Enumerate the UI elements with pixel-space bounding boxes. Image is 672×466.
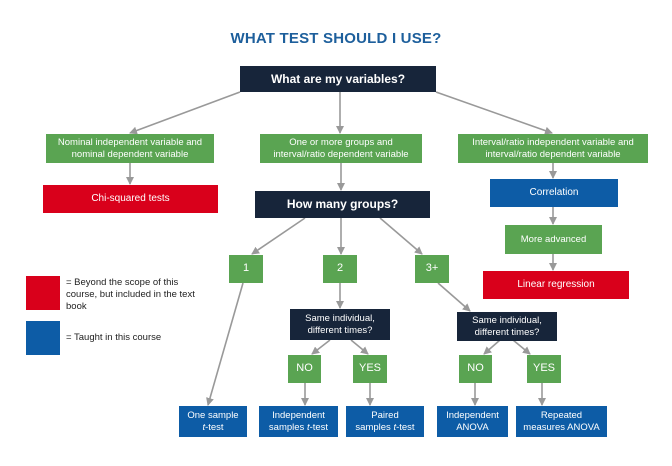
node-yes-two-groups: YES <box>353 355 387 383</box>
node-label: How many groups? <box>286 197 399 211</box>
node-group-1: 1 <box>229 255 263 283</box>
result-suffix: -test <box>205 421 224 433</box>
result-line-2: samples t-test <box>269 422 328 434</box>
arrow-same3-to-no <box>483 339 501 355</box>
node-same-individual-three-groups: Same individual, different times? <box>457 312 557 341</box>
node-chi-squared-tests: Chi-squared tests <box>43 185 218 213</box>
result-line-1: Repeated <box>540 409 583 421</box>
result-line-1: Independent <box>446 409 499 421</box>
node-label: Same individual, different times? <box>472 314 542 338</box>
result-suffix: -test <box>309 421 329 433</box>
result-line-1: One sample <box>187 409 239 421</box>
result-line-2: t-test <box>202 422 223 434</box>
legend-blue-swatch <box>26 321 60 355</box>
node-yes-three-groups: YES <box>527 355 561 383</box>
node-label: What are my variables? <box>270 71 406 86</box>
arrow-g1-to-onesample <box>206 282 244 406</box>
result-independent-anova: Independent ANOVA <box>437 406 508 437</box>
result-repeated-measures-anova: Repeated measures ANOVA <box>516 406 607 437</box>
result-line-1: Paired <box>371 409 399 421</box>
legend-red-swatch <box>26 276 60 310</box>
arrow-same2-to-yes <box>350 339 369 355</box>
result-samples: samples <box>268 421 307 433</box>
node-label: NO <box>467 362 484 375</box>
node-no-two-groups: NO <box>288 355 321 383</box>
node-label: Linear regression <box>517 278 595 290</box>
node-label: 2 <box>336 262 344 275</box>
node-correlation: Correlation <box>490 179 618 207</box>
node-label: Chi-squared tests <box>91 192 170 204</box>
arrow-g3-to-same <box>437 282 471 312</box>
node-label: 1 <box>242 262 250 275</box>
result-t: t <box>306 421 310 433</box>
node-label: Correlation <box>529 186 579 198</box>
arrow-root-to-nominal <box>129 91 241 135</box>
node-nominal-variables: Nominal independent variable and nominal… <box>46 134 214 163</box>
node-what-are-my-variables: What are my variables? <box>240 66 436 92</box>
result-line-2: samples t-test <box>355 422 414 434</box>
node-label: Nominal independent variable and nominal… <box>57 136 203 160</box>
node-label: 3+ <box>425 262 439 275</box>
result-suffix: -test <box>396 421 415 433</box>
node-interval-interval: Interval/ratio independent variable and … <box>458 134 648 163</box>
result-line-2: measures ANOVA <box>523 421 600 433</box>
result-paired-samples-t-test: Paired samples t-test <box>346 406 424 437</box>
node-label: YES <box>358 362 381 375</box>
node-label: YES <box>532 362 555 375</box>
result-t: t <box>393 421 397 433</box>
result-independent-samples-t-test: Independent samples t-test <box>259 406 338 437</box>
node-label: Interval/ratio independent variable and … <box>472 136 634 160</box>
result-line-2: ANOVA <box>456 421 489 433</box>
node-label: Same individual, different times? <box>305 312 375 336</box>
node-label: More advanced <box>520 233 587 245</box>
node-no-three-groups: NO <box>459 355 492 383</box>
node-label: One or more groups and interval/ratio de… <box>273 136 409 160</box>
arrow-howmany-to-g3 <box>379 217 423 255</box>
node-group-3-plus: 3+ <box>415 255 449 283</box>
result-one-sample-t-test: One sample t-test <box>179 406 247 437</box>
arrow-same3-to-yes <box>512 339 531 355</box>
node-same-individual-two-groups: Same individual, different times? <box>290 309 390 340</box>
node-more-advanced: More advanced <box>505 225 602 254</box>
result-line-1: Independent <box>272 409 325 421</box>
page-title: WHAT TEST SHOULD I USE? <box>230 30 442 47</box>
node-linear-regression: Linear regression <box>483 271 629 299</box>
node-group-2: 2 <box>323 255 357 283</box>
legend-blue-text: = Taught in this course <box>66 332 162 343</box>
arrow-howmany-to-g1 <box>251 217 306 255</box>
legend-red-text: = Beyond the scope of this course, but i… <box>66 277 195 312</box>
node-label: NO <box>296 362 313 375</box>
arrow-same2-to-no <box>311 339 331 355</box>
node-how-many-groups: How many groups? <box>255 191 430 218</box>
result-samples: samples <box>355 421 394 433</box>
node-groups-interval: One or more groups and interval/ratio de… <box>260 134 422 163</box>
arrow-root-to-interval <box>435 91 553 135</box>
result-t: t <box>202 421 206 433</box>
